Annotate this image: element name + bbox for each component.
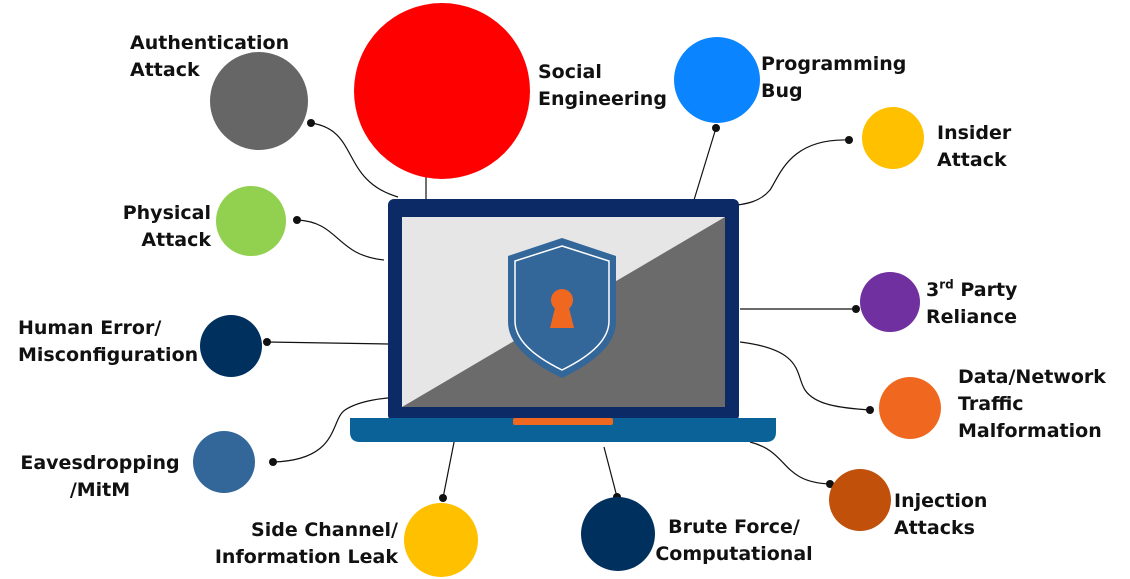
connector-injection (749, 441, 831, 485)
bubble-side-channel (404, 503, 478, 577)
dot-insider (845, 136, 853, 144)
dot-physical (293, 216, 301, 224)
dot-data-network (866, 406, 874, 414)
dot-programming-bug (712, 124, 720, 132)
connector-human-error (266, 341, 389, 345)
bubble-human-error (200, 315, 262, 377)
label-insider-attack: Insider Attack (937, 122, 1012, 171)
connector-brute-force (603, 446, 618, 498)
label-physical-attack: Physical Attack (122, 202, 211, 251)
connector-data-network (739, 341, 871, 411)
bubble-physical-attack (216, 186, 286, 256)
dot-injection (826, 480, 834, 488)
connector-authentication (310, 122, 399, 198)
bubble-eavesdropping (193, 431, 255, 493)
bubble-data-network (879, 377, 941, 439)
connector-insider (736, 139, 850, 206)
label-data-network: Data/Network Traffic Malformation (958, 366, 1106, 442)
dot-eavesdropping (269, 458, 277, 466)
bubble-authentication-attack (210, 52, 308, 150)
keyhole-icon (550, 289, 574, 328)
connector-physical (296, 219, 385, 261)
dot-side-channel (439, 494, 447, 502)
label-human-error: Human Error/ Misconfiguration (18, 317, 199, 366)
label-programming-bug: Programming Bug (761, 53, 907, 102)
bubble-programming-bug (674, 37, 760, 123)
bubble-injection (829, 469, 891, 531)
label-social-engineering: Social Engineering (538, 61, 667, 110)
label-injection: Injection Attacks (894, 490, 988, 539)
label-authentication-attack: Authentication Attack (130, 32, 290, 81)
bubble-third-party-reliance (860, 272, 920, 332)
laptop-base (350, 418, 776, 442)
bubble-insider-attack (862, 107, 924, 169)
bubble-social-engineering (354, 3, 530, 179)
laptop-touchpad-notch (513, 418, 613, 425)
connector-programming-bug (693, 127, 717, 201)
label-third-party-reliance: 3rd Party Reliance (926, 277, 1018, 328)
dot-authentication (307, 119, 315, 127)
label-side-channel: Side Channel/ Information Leak (214, 519, 398, 568)
bubbles (193, 3, 941, 577)
label-eavesdropping: Eavesdropping /MitM (20, 452, 180, 501)
connector-eavesdropping (272, 396, 401, 463)
bubble-brute-force (581, 497, 655, 571)
dot-human-error (263, 338, 271, 346)
label-brute-force: Brute Force/ Computational (655, 516, 813, 565)
dot-third-party (852, 305, 860, 313)
